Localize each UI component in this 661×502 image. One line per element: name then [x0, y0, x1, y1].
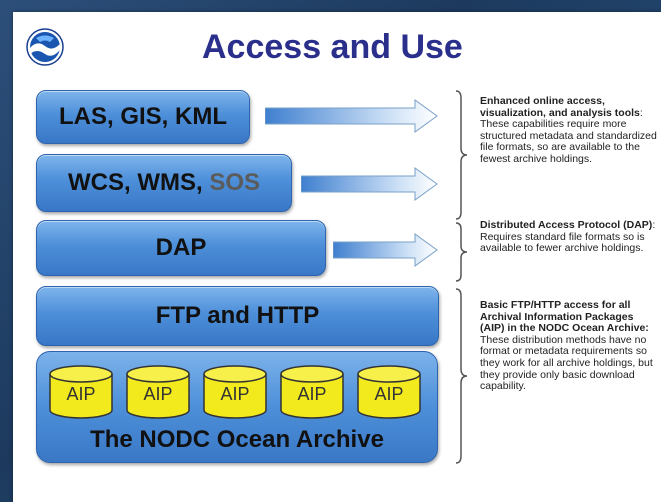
aip-cylinder [49, 365, 113, 419]
layer-las-gis-kml: LAS, GIS, KML [36, 90, 250, 144]
aip-label-wrap: AIP [48, 364, 114, 420]
aip-cylinder [203, 365, 267, 419]
aip-cylinder [280, 365, 344, 419]
aip-label-wrap: AIP [356, 364, 422, 420]
aip-label: AIP [143, 384, 173, 404]
aip-label: AIP [66, 384, 96, 404]
note-heading: Enhanced online access, visualization, a… [480, 95, 640, 119]
archive-label: The NODC Ocean Archive [90, 426, 384, 453]
layer-label: WCS, WMS, [67, 169, 210, 196]
noaa-logo-icon [26, 28, 64, 66]
aip-label: AIP [220, 384, 250, 404]
layer-dap: DAP [36, 220, 326, 276]
aip-label: AIP [374, 384, 404, 404]
arrow-right-icon [301, 167, 438, 201]
archive-container: AIP AIP AIP AIP AIP The NODC Ocean Archi… [36, 351, 438, 463]
bracket-icon [455, 288, 468, 464]
aip-label-wrap: AIP [279, 364, 345, 420]
note-body: These distribution methods have no forma… [480, 333, 653, 393]
layer-label: DAP [155, 234, 207, 261]
layer-label: FTP and HTTP [155, 302, 320, 329]
layer-wcs-wms-sos: WCS, WMS, SOS [36, 154, 292, 212]
bracket-icon [455, 90, 468, 220]
arrow-right-icon [265, 99, 438, 133]
arrow-right-icon [333, 233, 438, 267]
layer-ftp-http: FTP and HTTP [36, 286, 439, 346]
layer-label-accent: SOS [209, 169, 260, 196]
slide-title: Access and Use [202, 28, 463, 66]
note-basic-access: Basic FTP/HTTP access for all Archival I… [480, 299, 658, 393]
note-heading: Distributed Access Protocol (DAP) [480, 219, 653, 231]
note-dap: Distributed Access Protocol (DAP): Requi… [480, 219, 658, 255]
layer-label: LAS, GIS, KML [59, 103, 227, 130]
note-heading: Basic FTP/HTTP access for all Archival I… [480, 299, 649, 335]
aip-cylinder [357, 365, 421, 419]
note-body: : Requires standard file formats so is a… [480, 219, 656, 255]
note-enhanced-access: Enhanced online access, visualization, a… [480, 95, 658, 166]
aip-label: AIP [297, 384, 327, 404]
aip-label-wrap: AIP [125, 364, 191, 420]
aip-cylinder [126, 365, 190, 419]
aip-label-wrap: AIP [202, 364, 268, 420]
bracket-icon [455, 222, 468, 282]
slide: Access and Use LAS, GIS, KML WCS, WMS, S… [13, 12, 661, 502]
note-body: : These capabilities require more struct… [480, 106, 657, 165]
